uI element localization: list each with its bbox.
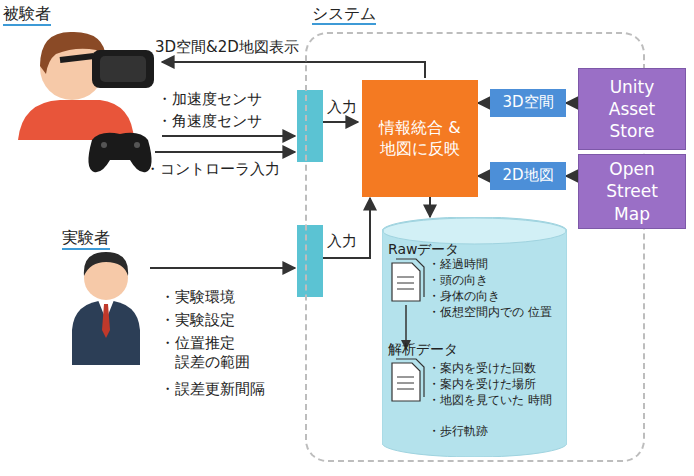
annotation: ・コントローラ入力 bbox=[145, 160, 280, 179]
operator-arrow bbox=[150, 267, 295, 269]
flow-arrow bbox=[566, 175, 578, 177]
input-bar bbox=[297, 225, 323, 297]
annotation: ・実験設定 bbox=[160, 311, 235, 330]
list-text: ・頭の向き bbox=[428, 273, 488, 287]
annotation: ・誤差更新間隔 bbox=[160, 380, 265, 399]
annotation: 入力 bbox=[327, 98, 357, 117]
controller-icon bbox=[88, 133, 151, 172]
box-label: 情報統合 & 地図に反映 bbox=[378, 118, 462, 160]
subject-figure bbox=[18, 32, 154, 140]
list-text: ・案内を受けた回数 bbox=[428, 361, 536, 375]
flow-arrow bbox=[566, 102, 578, 104]
list-text: ・仮想空間内での 位置 bbox=[428, 305, 562, 319]
list-text: Rawデータ bbox=[388, 241, 459, 258]
input-arrow bbox=[323, 121, 358, 123]
source-box: 2D地図 bbox=[490, 162, 566, 190]
annotation: 3D空間&2D地図表示 bbox=[155, 38, 299, 57]
annotation: ・加速度センサ bbox=[157, 90, 262, 109]
box-label: 3D空間 bbox=[502, 93, 553, 113]
controller-arrow bbox=[155, 151, 295, 153]
box-label: Unity Asset Store bbox=[602, 76, 662, 142]
flow-arrow bbox=[478, 102, 490, 104]
role-heading: 被験者 bbox=[3, 4, 51, 26]
list-text: ・歩行軌跡 bbox=[428, 424, 488, 438]
source-box: 3D空間 bbox=[490, 89, 566, 117]
map-source: Open Street Map bbox=[578, 154, 686, 229]
experimenter-figure bbox=[72, 252, 140, 365]
input-arrow bbox=[323, 198, 370, 258]
list-text: ・経過時間 bbox=[428, 257, 488, 271]
display-arrow bbox=[162, 62, 425, 78]
flow-arrow bbox=[478, 175, 490, 177]
role-heading: 実験者 bbox=[62, 228, 110, 250]
asset-source: Unity Asset Store bbox=[578, 68, 686, 150]
annotation: ・角速度センサ bbox=[157, 112, 262, 131]
list-text: ・案内を受けた場所 bbox=[428, 377, 536, 391]
database-cylinder: Rawデータ・経過時間・頭の向き・身体の向き・仮想空間内での 位置解析データ・案… bbox=[382, 217, 567, 457]
process-box: 情報統合 & 地図に反映 bbox=[362, 80, 478, 197]
annotation: ・実験環境 bbox=[160, 288, 235, 307]
region-title: システム bbox=[312, 4, 376, 25]
annotation: 入力 bbox=[327, 232, 357, 251]
box-label: 2D地図 bbox=[502, 166, 553, 186]
flow-arrow bbox=[429, 197, 431, 217]
list-text: ・身体の向き bbox=[428, 289, 500, 303]
input-bar bbox=[297, 90, 323, 162]
sensor-arrow bbox=[162, 135, 295, 137]
list-text: 解析データ bbox=[388, 341, 458, 358]
box-label: Open Street Map bbox=[602, 158, 662, 224]
list-text: ・地図を見ていた 時間 bbox=[428, 393, 562, 407]
annotation: ・位置推定 誤差の範囲 bbox=[160, 334, 275, 372]
